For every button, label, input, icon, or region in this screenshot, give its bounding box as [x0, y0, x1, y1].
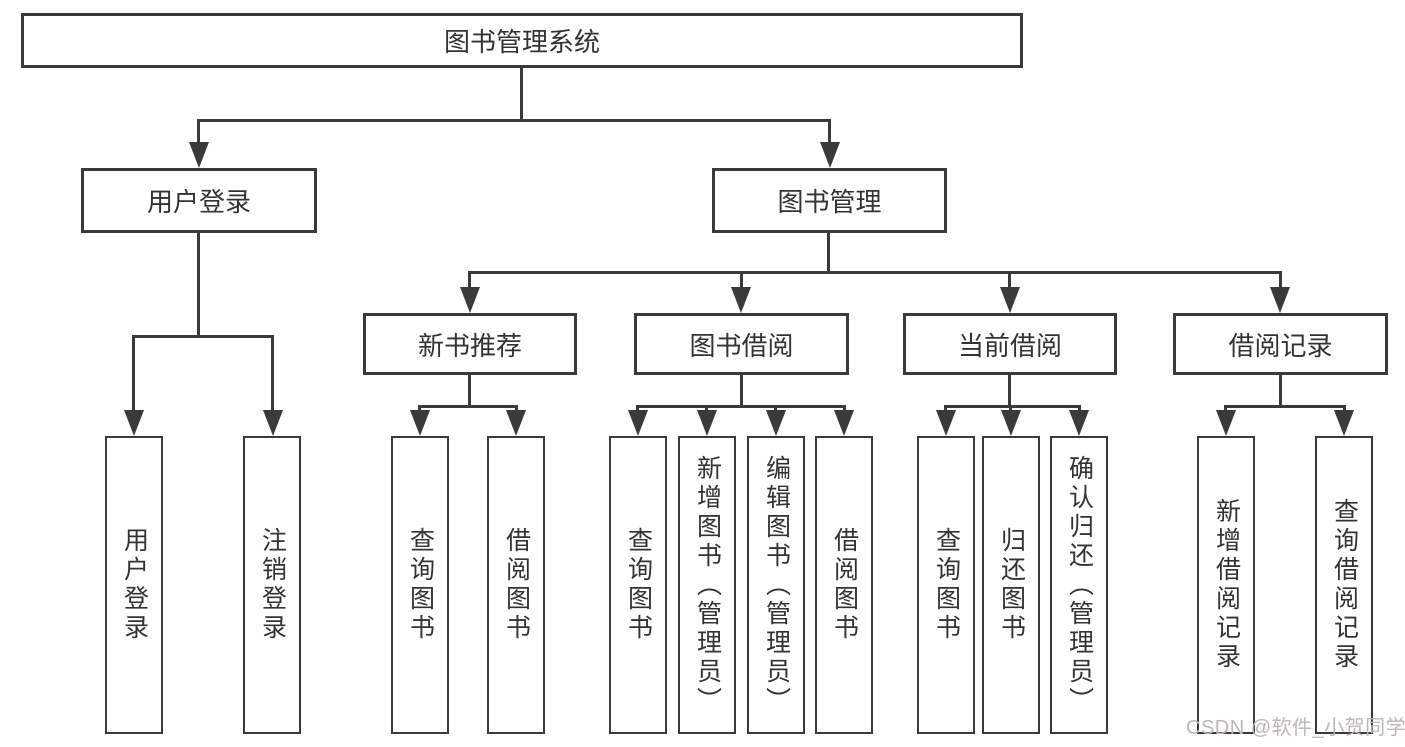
arrow-down-icon	[731, 287, 751, 313]
connector-line	[1224, 405, 1346, 408]
leaf-return-book: 归还图书	[982, 436, 1040, 734]
node-root-label: 图书管理系统	[443, 27, 600, 57]
connector-line	[520, 68, 523, 120]
connector-line	[740, 271, 743, 290]
arrow-down-icon	[1216, 410, 1236, 436]
arrow-down-icon	[410, 410, 430, 436]
node-current-borrowing: 当前借阅	[903, 313, 1117, 375]
arrow-down-icon	[936, 410, 956, 436]
node-root: 图书管理系统	[21, 13, 1023, 68]
connector-line	[197, 232, 200, 338]
arrow-down-icon	[1001, 410, 1021, 436]
connector-line	[468, 374, 471, 408]
connector-line	[827, 232, 830, 274]
arrow-down-icon	[1069, 410, 1089, 436]
connector-line	[132, 335, 274, 338]
arrow-down-icon	[1000, 287, 1020, 313]
node-new-book-recommend-label: 新书推荐	[417, 330, 522, 361]
arrow-down-icon	[697, 410, 717, 436]
leaf-borrow-books-recommend: 借阅图书	[487, 436, 545, 734]
connector-line	[740, 374, 743, 408]
node-new-book-recommend: 新书推荐	[363, 313, 577, 375]
leaf-add-book-admin: 新增图书（管理员）	[678, 436, 736, 734]
arrow-down-icon	[263, 410, 283, 436]
leaf-query-borrow-record: 查询借阅记录	[1315, 436, 1373, 734]
node-book-borrowing: 图书借阅	[634, 313, 849, 375]
connector-line	[828, 119, 831, 146]
node-book-management-label: 图书管理	[777, 187, 882, 217]
arrow-down-icon	[628, 410, 648, 436]
connector-line	[1279, 271, 1282, 290]
arrow-down-icon	[834, 410, 854, 436]
leaf-user-login: 用户登录	[105, 436, 163, 734]
node-user-login-label: 用户登录	[146, 187, 251, 217]
arrow-down-icon	[506, 410, 526, 436]
node-book-management: 图书管理	[712, 168, 947, 233]
arrow-down-icon	[820, 142, 840, 168]
leaf-confirm-return-admin: 确认归还（管理员）	[1050, 436, 1108, 734]
connector-line	[132, 335, 135, 413]
arrow-down-icon	[766, 410, 786, 436]
connector-line	[636, 405, 846, 408]
connector-line	[197, 119, 831, 122]
connector-line	[418, 405, 518, 408]
leaf-logout: 注销登录	[243, 436, 301, 734]
connector-line	[1008, 374, 1011, 408]
connector-line	[944, 405, 1081, 408]
arrow-down-icon	[189, 142, 209, 168]
csdn-watermark: CSDN @软件_小贺同学	[1186, 717, 1405, 739]
leaf-edit-book-admin: 编辑图书（管理员）	[747, 436, 805, 734]
connector-line	[468, 271, 1282, 274]
leaf-add-borrow-record: 新增借阅记录	[1197, 436, 1255, 734]
connector-line	[271, 335, 274, 413]
node-user-login: 用户登录	[81, 168, 317, 233]
arrow-down-icon	[124, 410, 144, 436]
node-current-borrowing-label: 当前借阅	[957, 330, 1062, 361]
node-borrowing-records: 借阅记录	[1173, 313, 1388, 375]
leaf-query-books-borrowing: 查询图书	[609, 436, 667, 734]
leaf-query-books-recommend: 查询图书	[391, 436, 449, 734]
node-borrowing-records-label: 借阅记录	[1228, 330, 1333, 361]
leaf-borrow-books-borrowing: 借阅图书	[815, 436, 873, 734]
arrow-down-icon	[460, 287, 480, 313]
connector-line	[1008, 271, 1011, 290]
leaf-query-books-current: 查询图书	[917, 436, 975, 734]
arrow-down-icon	[1334, 410, 1354, 436]
node-book-borrowing-label: 图书借阅	[689, 330, 794, 361]
connector-line	[1279, 374, 1282, 408]
connector-line	[468, 271, 471, 290]
arrow-down-icon	[1270, 287, 1290, 313]
connector-line	[197, 119, 200, 146]
